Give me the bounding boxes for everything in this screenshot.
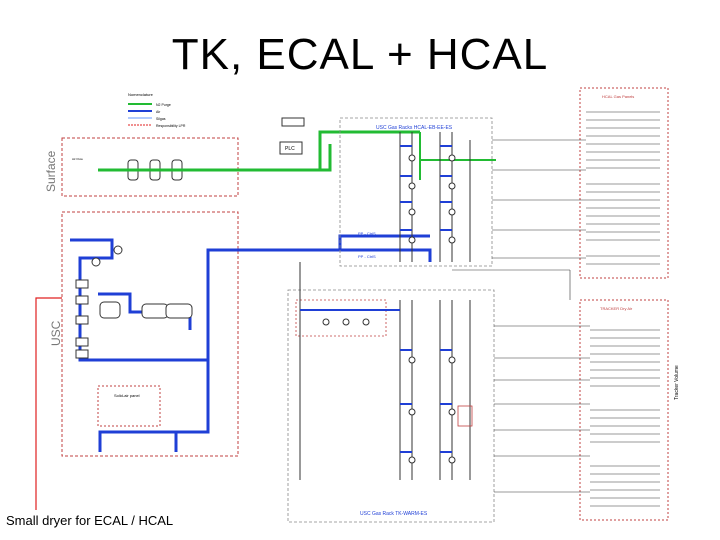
top-room-box xyxy=(339,117,493,267)
responsibility-line xyxy=(35,297,62,510)
surface-note: Air Flow xyxy=(72,157,84,161)
usc-box xyxy=(61,211,239,457)
right-top-rows xyxy=(586,111,660,265)
right-top-connections xyxy=(492,139,586,259)
legend: Nomenclature N2 Purge Air Silgas Respons… xyxy=(128,92,186,128)
legend-item-3: Silgas xyxy=(156,117,166,121)
bottom-room-valves xyxy=(322,318,456,464)
right-bottom-connections xyxy=(452,269,590,493)
pp-ctrl-1: PP - CtrlS xyxy=(358,231,376,236)
usc-label: USC xyxy=(49,320,63,346)
surface-box xyxy=(61,137,239,197)
usc-components xyxy=(75,245,193,359)
plc-label: PLC xyxy=(285,146,295,152)
solid-air-panel-label: Solid-air panel xyxy=(114,393,140,398)
tracker-volume-label: Tracker Volume xyxy=(674,365,680,400)
pp-ctrl-2: PP - CtrlS xyxy=(358,254,376,259)
air-lines xyxy=(70,234,432,452)
bottom-room-subpanel xyxy=(295,299,387,337)
legend-item-1: N2 Purge xyxy=(156,103,171,107)
green-purge-line xyxy=(98,130,420,172)
solid-air-panel xyxy=(97,385,161,427)
right-top-title: HCAL Gas Panels xyxy=(602,94,634,99)
page-title: TK, ECAL + HCAL xyxy=(171,30,549,79)
top-room-gas-branches xyxy=(400,145,452,231)
right-bottom-rows xyxy=(590,329,660,507)
legend-heading: Nomenclature xyxy=(128,92,154,97)
bottom-room-title: USC Gas Rack TK-WARM-ES xyxy=(360,511,428,517)
caption: Small dryer for ECAL / HCAL xyxy=(6,513,174,528)
bottom-room-box xyxy=(287,289,495,523)
top-room-valves xyxy=(408,154,456,244)
surface-label: Surface xyxy=(44,150,58,192)
bottom-room-manifolds xyxy=(299,262,471,480)
legend-item-4: Responsibility LPR xyxy=(156,124,186,128)
top-room-title: USC Gas Racks HCAL-EB-EE-ES xyxy=(376,125,453,131)
right-bottom-box xyxy=(579,299,669,521)
bottom-room-gas-branches xyxy=(300,309,452,453)
bottom-room-red-box xyxy=(457,405,473,427)
legend-item-2: Air xyxy=(156,110,161,114)
plc-box xyxy=(279,141,303,155)
right-top-box xyxy=(579,87,669,279)
right-bottom-title: TRACKER Dry Air xyxy=(600,306,633,311)
